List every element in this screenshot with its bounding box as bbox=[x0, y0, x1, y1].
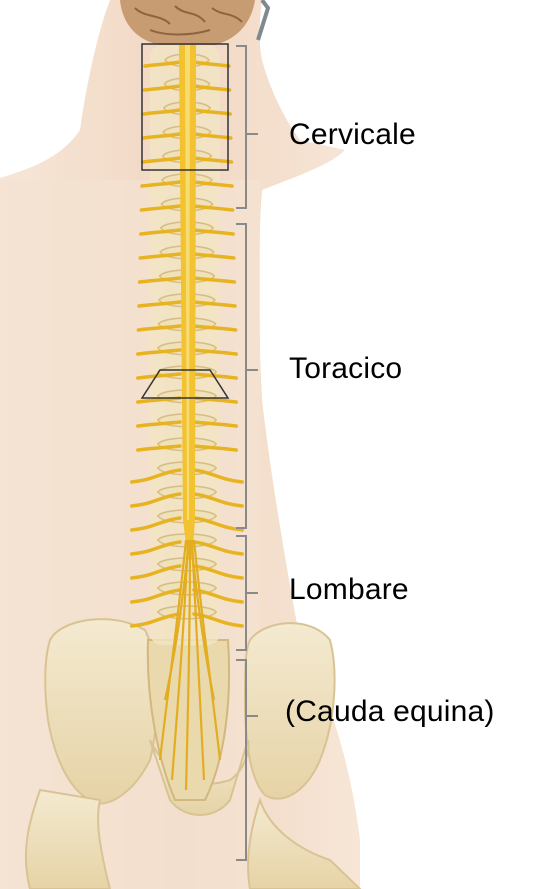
cervical-label: Cervicale bbox=[289, 118, 416, 152]
cauda-equina-label: (Cauda equina) bbox=[285, 695, 495, 729]
thoracic-label: Toracico bbox=[289, 352, 402, 386]
lumbar-label: Lombare bbox=[289, 573, 409, 607]
